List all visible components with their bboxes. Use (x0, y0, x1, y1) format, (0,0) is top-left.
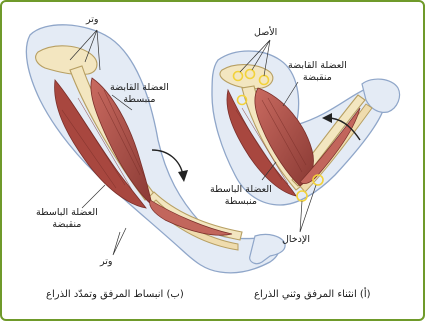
panel-b-extensor-line2: منقبضة (36, 219, 98, 231)
panel-a-label-insertion: الإدخال (282, 234, 310, 246)
panel-b-flexor-line1: العضلة القابضة (110, 82, 169, 94)
panel-b-label-extensor: العضلة الباسطة منقبضة (36, 207, 98, 231)
panel-b-label-flexor: العضلة القابضة منبسطة (110, 82, 169, 106)
panel-a-caption: (أ) انثناء المرفق وثني الذراع (254, 289, 371, 300)
panel-a-extensor-line1: العضلة الباسطة (210, 184, 272, 196)
panel-b-flexor-line2: منبسطة (110, 94, 169, 106)
panel-a-extensor-line2: منبسطة (210, 196, 272, 208)
panel-b-label-tendon-top: وتر (86, 14, 98, 26)
panel-b-label-tendon-bottom: وتر (100, 256, 112, 268)
panel-a-flexor-line2: منقبضة (288, 72, 347, 84)
panel-a-flexor-line1: العضلة القابضة (288, 60, 347, 72)
panel-a-label-origin: الأصل (254, 27, 277, 39)
panel-b-arrowhead (178, 170, 188, 182)
panel-b-extensor-line1: العضلة الباسطة (36, 207, 98, 219)
panel-a-label-flexor: العضلة القابضة منقبضة (288, 60, 347, 84)
panel-b-caption: (ب) انبساط المرفق وتمدّد الذراع (46, 289, 184, 300)
panel-a-label-extensor: العضلة الباسطة منبسطة (210, 184, 272, 208)
